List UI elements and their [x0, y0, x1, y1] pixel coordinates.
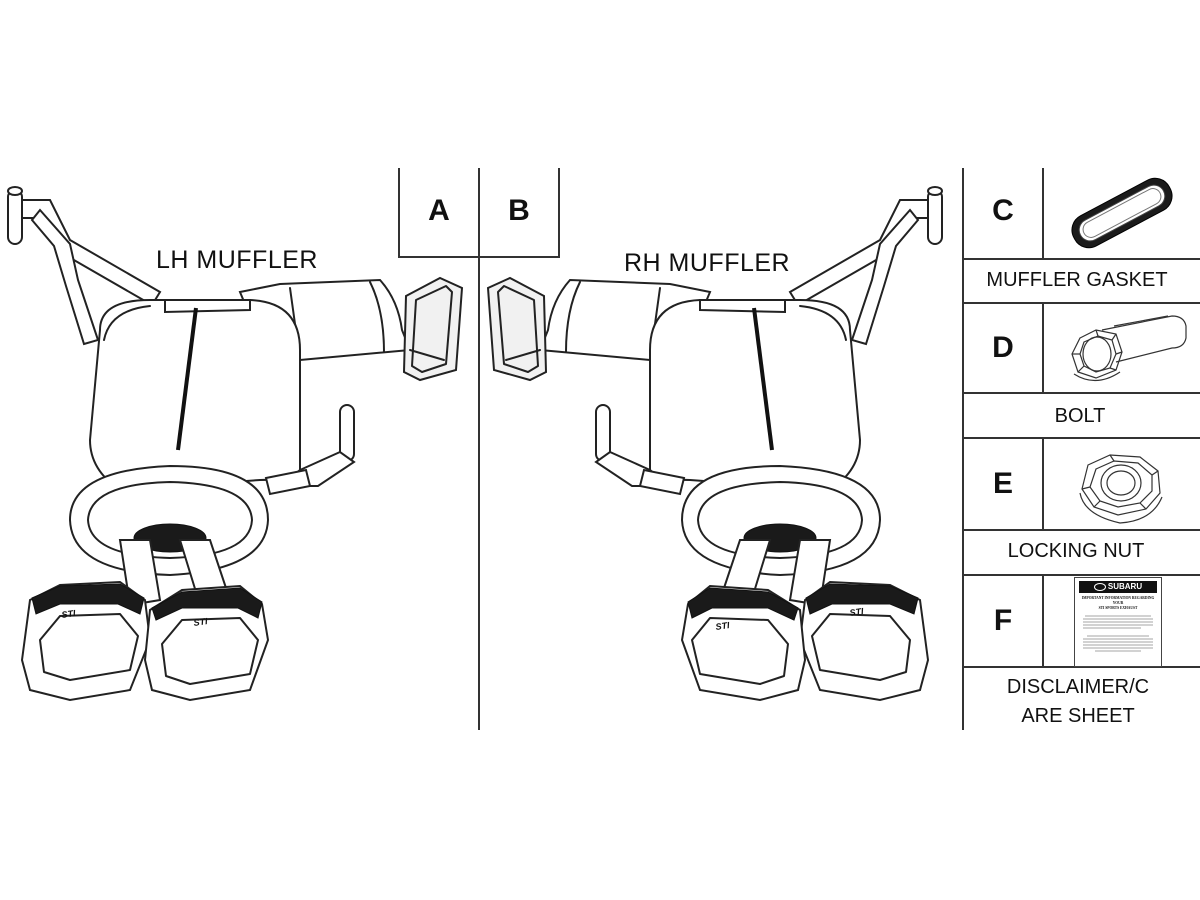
- rh-muffler-title: RH MUFFLER: [624, 249, 791, 277]
- table-col-divider-f: [1042, 574, 1044, 667]
- table-hline-2: [962, 302, 1200, 304]
- table-col-divider-c: [1042, 168, 1044, 258]
- table-hline-7: [962, 666, 1200, 668]
- bolt-illustration: [1071, 315, 1187, 382]
- rh-muffler-illustration: STI STI: [486, 186, 943, 702]
- sheet-heading-3: STI SPORTS EXHAUST: [1098, 606, 1138, 610]
- table-col-divider-d: [1042, 302, 1044, 394]
- rh-rear-hanger: [594, 404, 686, 496]
- subaru-logo-mark-icon: [1093, 582, 1106, 591]
- table-hline-1: [962, 258, 1200, 260]
- rh-tip-logo-right: STI: [849, 606, 865, 618]
- sheet-body-text: [1083, 615, 1153, 652]
- table-hline-5: [962, 529, 1200, 531]
- rh-muffler-can: [649, 299, 882, 577]
- lh-hanger-bracket: [7, 186, 162, 346]
- table-hline-3: [962, 392, 1200, 394]
- lh-exhaust-tips: STI STI: [20, 539, 270, 702]
- part-letter-a: A: [428, 194, 450, 227]
- rh-exhaust-tips: [680, 539, 930, 702]
- lh-rear-hanger: [264, 404, 356, 496]
- divider-vertical-main: [478, 168, 480, 730]
- part-letter-c: C: [992, 194, 1014, 227]
- table-col-divider-e: [1042, 437, 1044, 530]
- box-a-left: [398, 168, 400, 258]
- disclaimer-label-line1: DISCLAIMER/C: [1006, 676, 1150, 698]
- subaru-logo: SUBARU: [1079, 581, 1157, 593]
- table-hline-6: [962, 574, 1200, 576]
- subaru-logo-text: SUBARU: [1107, 582, 1143, 591]
- part-letter-e: E: [992, 467, 1013, 500]
- lh-tip-logo-right: STI: [193, 616, 209, 628]
- table-hline-4: [962, 437, 1200, 439]
- box-ab-bottom: [398, 256, 560, 258]
- lh-muffler-title: LH MUFFLER: [156, 246, 318, 274]
- muffler-gasket-illustration: [1071, 177, 1173, 249]
- disclaimer-sheet: SUBARU IMPORTANT INFORMATION REGARDING Y…: [1074, 577, 1162, 667]
- locking-nut-label: LOCKING NUT: [1007, 540, 1145, 562]
- box-b-right: [558, 168, 560, 258]
- table-left-border: [962, 168, 964, 730]
- sheet-heading-2: YOUR: [1112, 601, 1124, 605]
- part-letter-b: B: [508, 194, 530, 227]
- muffler-gasket-label: MUFFLER GASKET: [986, 269, 1168, 291]
- part-letter-d: D: [992, 331, 1014, 364]
- rh-inlet-pipe: [486, 276, 712, 382]
- lh-tip-logo-left: STI: [61, 608, 77, 620]
- lh-muffler-can: [68, 299, 301, 577]
- locking-nut-illustration: [1079, 454, 1163, 524]
- bolt-label: BOLT: [1054, 405, 1106, 427]
- rh-tip-logo-left: STI: [715, 620, 731, 632]
- part-letter-f: F: [993, 604, 1013, 637]
- sheet-heading-1: IMPORTANT INFORMATION REGARDING: [1081, 596, 1155, 600]
- disclaimer-label-line2: ARE SHEET: [1021, 705, 1135, 727]
- lh-muffler-illustration: STI STI: [7, 186, 464, 702]
